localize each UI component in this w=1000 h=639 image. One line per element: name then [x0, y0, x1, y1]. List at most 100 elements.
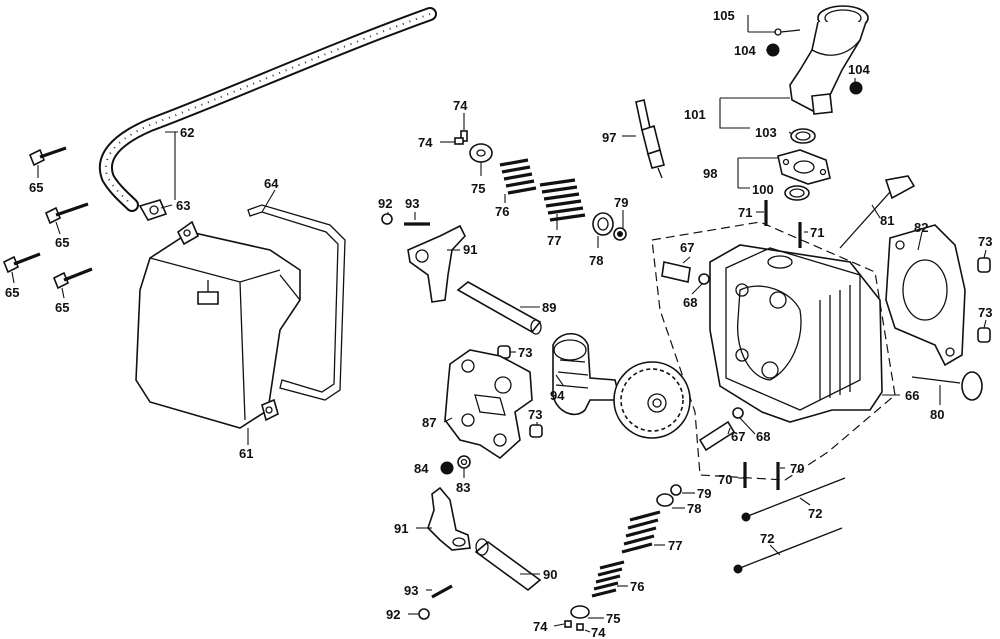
cylinder-gasket: [885, 224, 966, 367]
callout-65-a: 65: [29, 180, 43, 195]
callout-89: 89: [542, 300, 556, 315]
adjust-screw-93-lower: [431, 584, 453, 599]
seat-78-lower: [656, 493, 674, 507]
callout-79-a: 79: [614, 195, 628, 210]
callout-100: 100: [752, 182, 774, 197]
cotter-74-b: [454, 137, 464, 145]
dowel-pin-73-b: [977, 327, 991, 343]
bolt-65-b: [44, 202, 89, 225]
callout-68-b: 68: [756, 429, 770, 444]
callout-73-b: 73: [528, 407, 542, 422]
callout-73-d: 73: [978, 305, 992, 320]
callout-104-b: 104: [848, 62, 870, 77]
bolt-65-c: [2, 252, 41, 274]
callout-90: 90: [543, 567, 557, 582]
dowel-67-b: [698, 420, 736, 452]
callout-67-a: 67: [680, 240, 694, 255]
callout-84: 84: [414, 461, 429, 476]
long-stud-72-a: [741, 477, 846, 522]
callout-67-b: 67: [731, 429, 745, 444]
callout-81: 81: [880, 213, 894, 228]
seal-79-upper: [613, 227, 627, 241]
callout-64: 64: [264, 176, 279, 191]
long-stud-72-b: [733, 527, 843, 574]
seat-78-upper: [592, 212, 614, 236]
callout-70-b: 70: [790, 461, 804, 476]
callout-66: 66: [905, 388, 919, 403]
callout-79-b: 79: [697, 486, 711, 501]
callout-83: 83: [456, 480, 470, 495]
callout-72-b: 72: [760, 531, 774, 546]
callout-103: 103: [755, 125, 777, 140]
rocker-arm-91-upper: [407, 224, 466, 303]
callout-65-b: 65: [55, 235, 69, 250]
callout-77-a: 77: [547, 233, 561, 248]
o-ring-103: [790, 128, 816, 144]
cotter-74-c: [564, 620, 572, 628]
spring-77-upper: [539, 178, 586, 222]
seal-79-lower: [670, 484, 682, 496]
rocker-shaft-89: [456, 281, 542, 335]
callout-104-a: 104: [734, 43, 756, 58]
cover-gasket: [247, 204, 346, 401]
callout-75-b: 75: [606, 611, 620, 626]
valve-81: [839, 175, 916, 249]
callout-78-b: 78: [687, 501, 701, 516]
callout-76-a: 76: [495, 204, 509, 219]
cylinder-head: [709, 244, 883, 423]
bolt-104-b: [849, 81, 863, 95]
cotter-74-d: [576, 623, 584, 631]
cam-sprocket: [613, 361, 691, 439]
bolt-65-d: [52, 267, 93, 290]
callout-74-c: 74: [533, 619, 548, 634]
callout-98: 98: [703, 166, 717, 181]
retainer-75-upper: [469, 143, 493, 163]
washer-68-a: [698, 273, 710, 285]
dowel-pin-73-a: [977, 257, 991, 273]
valve-80: [911, 371, 983, 401]
cylinder-head-cover: [135, 220, 301, 429]
washer-68-b: [732, 407, 744, 419]
callout-77-b: 77: [668, 538, 682, 553]
callout-97: 97: [602, 130, 616, 145]
callout-71-b: 71: [810, 225, 824, 240]
callout-75-a: 75: [471, 181, 485, 196]
callout-92-b: 92: [386, 607, 400, 622]
callout-62: 62: [180, 125, 194, 140]
dowel-67-a: [661, 261, 691, 283]
callout-74-d: 74: [591, 625, 606, 639]
adjust-nut-92-upper: [381, 213, 393, 225]
washer-83: [457, 455, 471, 469]
rocker-arm-holder: [444, 349, 533, 460]
callout-80: 80: [930, 407, 944, 422]
callout-78-a: 78: [589, 253, 603, 268]
callout-105: 105: [713, 8, 735, 23]
callout-74-b: 74: [418, 135, 433, 150]
spring-76-lower: [591, 560, 625, 598]
cotter-74-a: [460, 130, 468, 142]
callout-73-a: 73: [518, 345, 532, 360]
spring-77-lower: [621, 510, 661, 554]
callout-94: 94: [550, 388, 565, 403]
screw-105: [774, 28, 801, 36]
callout-93-b: 93: [404, 583, 418, 598]
leader-lines: [11, 15, 987, 633]
dowel-pin-73-d: [529, 424, 543, 438]
callout-61: 61: [239, 446, 253, 461]
rocker-arm-91-lower: [427, 486, 471, 551]
spring-76-upper: [499, 158, 537, 195]
bolt-65-a: [28, 146, 67, 167]
callout-82: 82: [914, 220, 928, 235]
rocker-shaft-90: [474, 538, 542, 592]
callout-74-a: 74: [453, 98, 468, 113]
nut-84: [440, 461, 454, 475]
callout-65-c: 65: [5, 285, 19, 300]
intake-pipe: [789, 5, 869, 115]
retainer-75-lower: [570, 605, 590, 619]
breather-hose: [98, 7, 437, 212]
callout-71-a: 71: [738, 205, 752, 220]
callout-92-a: 92: [378, 196, 392, 211]
insulator-98: [777, 149, 831, 185]
callout-68-a: 68: [683, 295, 697, 310]
callout-73-c: 73: [978, 234, 992, 249]
